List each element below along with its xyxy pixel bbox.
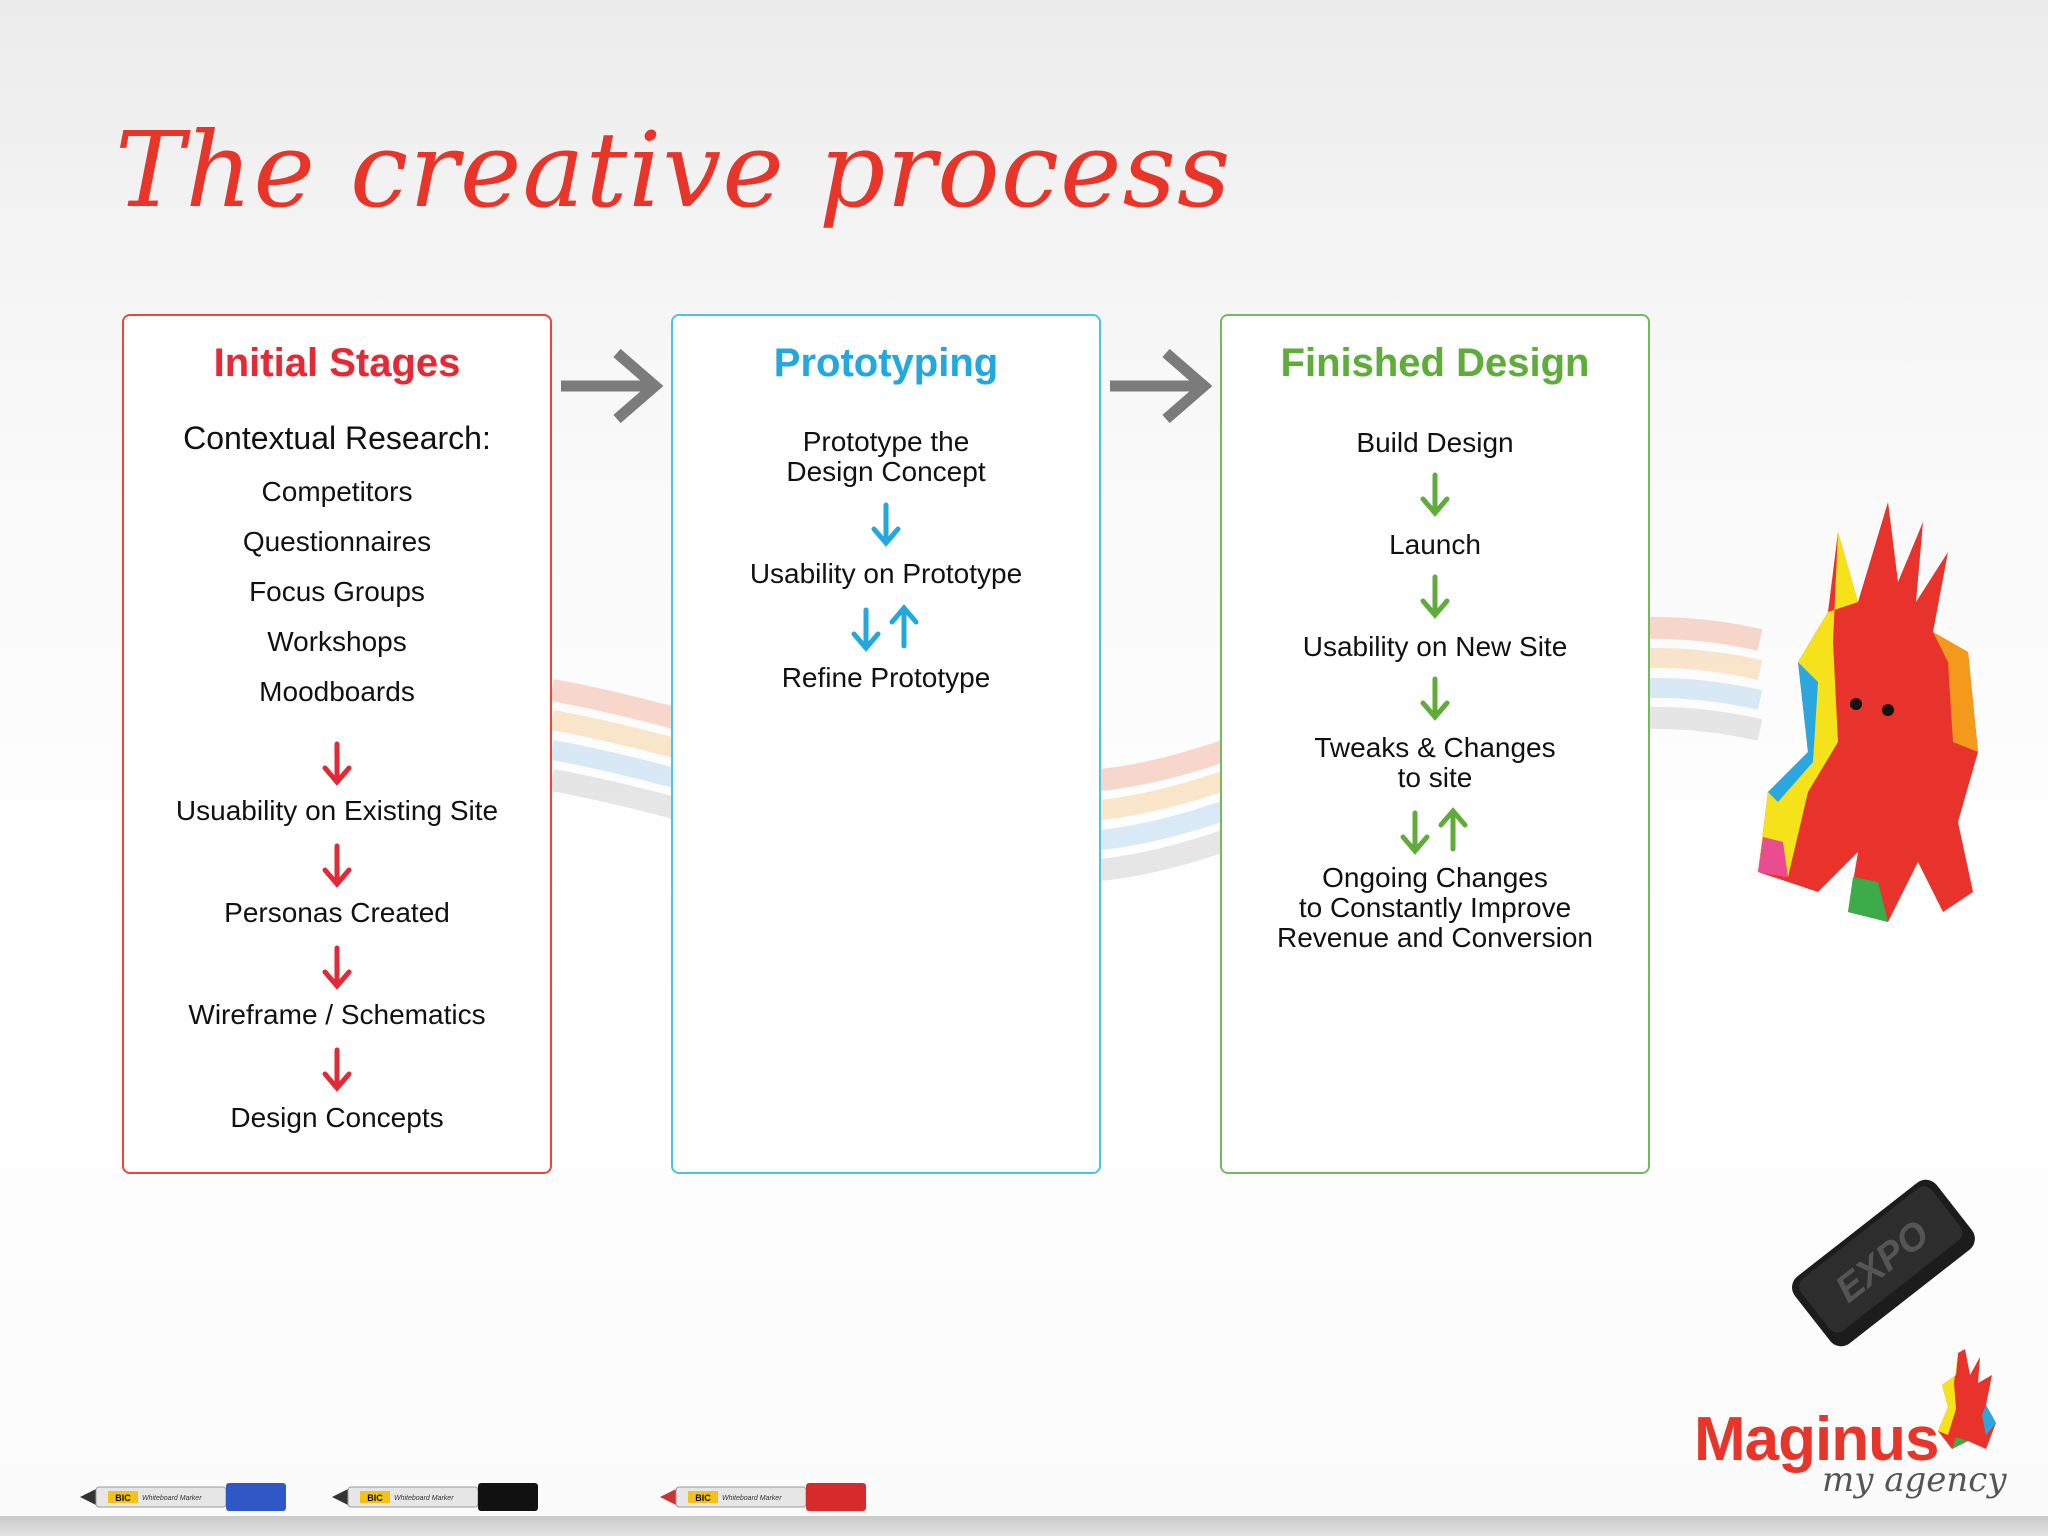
right-arrow-icon [561, 348, 664, 424]
step-build-design: Build Design [1356, 427, 1514, 458]
down-arrow-icon [1420, 676, 1450, 721]
research-item: Moodboards [259, 676, 415, 707]
step-design-concepts: Design Concepts [230, 1102, 444, 1133]
finished-design-panel: Finished Design Build Design Launch Usab… [1220, 314, 1650, 1174]
down-arrow-icon [1420, 472, 1450, 517]
blue-marker-illustration: BIC Whiteboard Marker [80, 1483, 286, 1511]
down-arrow-icon [322, 1047, 352, 1092]
step-launch: Launch [1389, 529, 1481, 560]
step-ongoing-line-1: Ongoing Changes [1322, 862, 1548, 893]
maginus-logo: Maginus my agency [1690, 1345, 2010, 1505]
finished-design-title: Finished Design [1280, 341, 1590, 385]
logo-tagline: my agency [1822, 1460, 2007, 1500]
logo-mascot-icon [1938, 1349, 1996, 1449]
step-wireframe-schematics: Wireframe / Schematics [188, 999, 486, 1030]
eraser-illustration: EXPO [1792, 1179, 1975, 1347]
step-prototype-line-1: Prototype the [802, 426, 970, 457]
mascot-illustration [1758, 502, 1978, 922]
down-arrow-icon [1420, 574, 1450, 619]
page-title: The creative process [115, 109, 1232, 231]
marker-brand: BIC [115, 1493, 131, 1503]
research-item: Focus Groups [249, 576, 425, 607]
logo-name: Maginus [1694, 1405, 1939, 1474]
step-usuability-existing-site: Usuability on Existing Site [175, 795, 499, 826]
red-marker-illustration: BIC Whiteboard Marker [660, 1483, 866, 1511]
down-up-arrows-icon [1400, 807, 1468, 855]
step-ongoing-line-2: to Constantly Improve [1298, 892, 1572, 923]
marker-brand: BIC [367, 1493, 383, 1503]
step-usability-prototype: Usability on Prototype [749, 558, 1023, 589]
marker-label: Whiteboard Marker [722, 1495, 782, 1502]
black-marker-illustration: BIC Whiteboard Marker [332, 1483, 538, 1511]
marker-label: Whiteboard Marker [394, 1495, 454, 1502]
down-arrow-icon [322, 741, 352, 786]
step-tweaks-line-1: Tweaks & Changes [1314, 732, 1556, 763]
initial-stages-panel: Initial Stages Contextual Research: Comp… [122, 314, 552, 1174]
right-arrow-icon [1110, 348, 1213, 424]
step-refine-prototype: Refine Prototype [781, 662, 991, 693]
whiteboard-tray [0, 1516, 2048, 1536]
step-tweaks-line-2: to site [1397, 762, 1473, 793]
down-arrow-icon [871, 502, 901, 547]
research-item: Competitors [261, 476, 413, 507]
prototyping-panel: Prototyping Prototype the Design Concept… [671, 314, 1101, 1174]
step-usability-new-site: Usability on New Site [1302, 631, 1568, 662]
step-personas-created: Personas Created [224, 897, 450, 928]
marker-label: Whiteboard Marker [142, 1495, 202, 1502]
down-arrow-icon [322, 843, 352, 888]
step-ongoing-line-3: Revenue and Conversion [1277, 922, 1593, 953]
prototyping-title: Prototyping [773, 341, 999, 385]
marker-brand: BIC [695, 1493, 711, 1503]
research-item: Questionnaires [242, 526, 432, 557]
research-item: Workshops [267, 626, 407, 657]
initial-stages-title: Initial Stages [213, 341, 461, 385]
step-prototype-line-2: Design Concept [786, 456, 986, 487]
down-arrow-icon [322, 945, 352, 990]
down-up-arrows-icon [851, 604, 919, 652]
contextual-research-heading: Contextual Research: [183, 420, 491, 456]
